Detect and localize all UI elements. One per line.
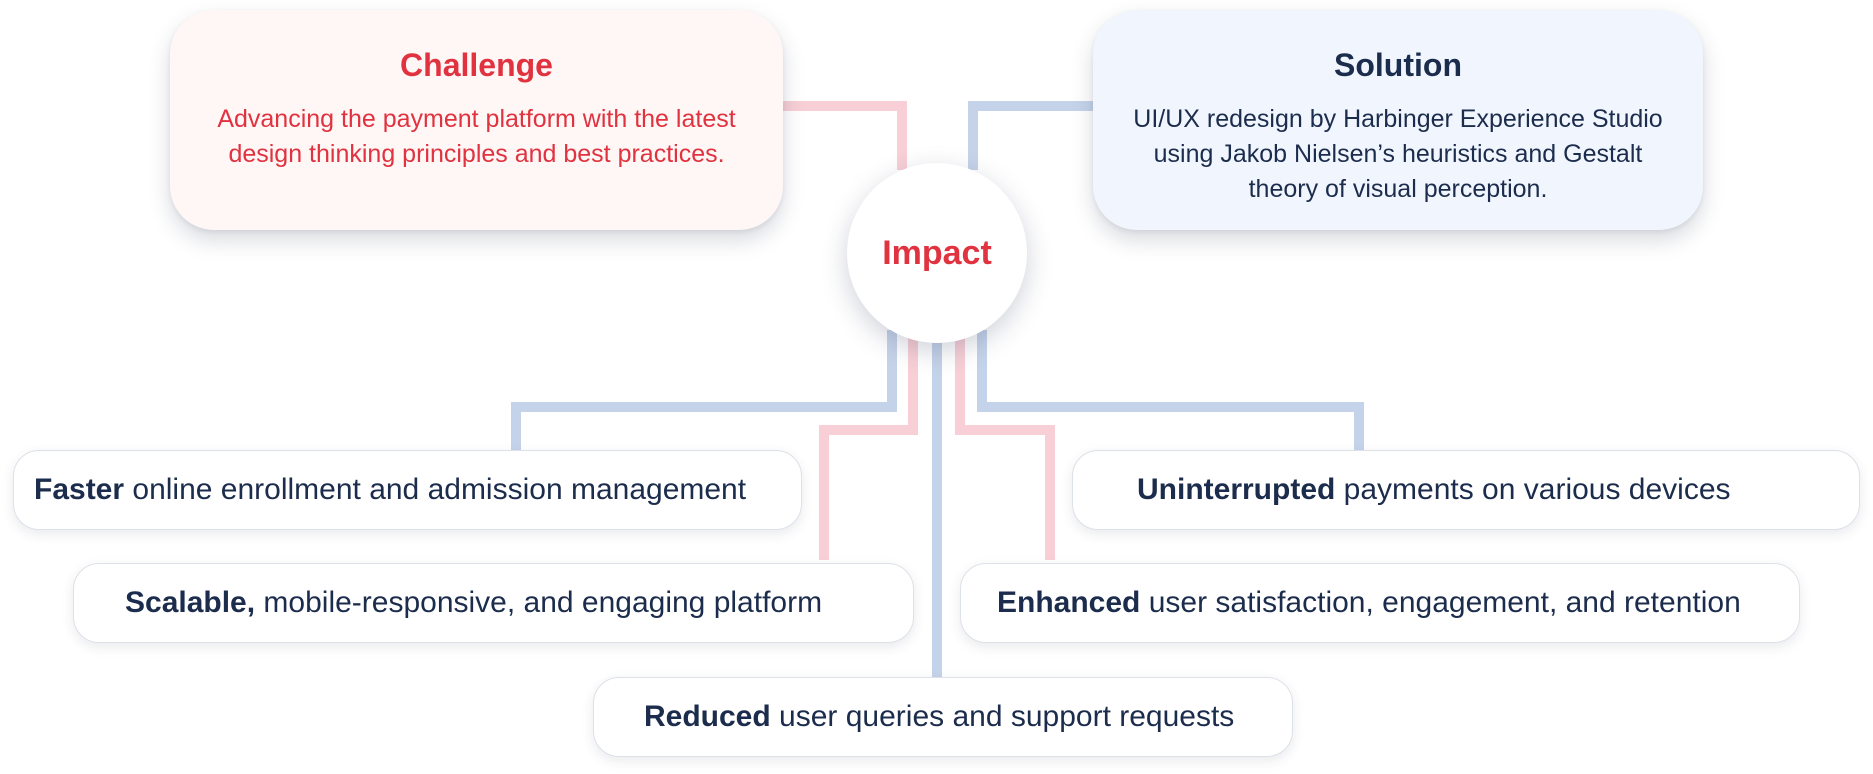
- outcome-uninterrupted-bold: Uninterrupted: [1137, 473, 1336, 506]
- outcome-reduced: Reduced user queries and support request…: [593, 677, 1293, 757]
- outcome-faster: Faster online enrollment and admission m…: [13, 450, 802, 530]
- outcome-enhanced-bold: Enhanced: [997, 586, 1141, 619]
- outcome-faster-rest: online enrollment and admission manageme…: [124, 473, 747, 506]
- outcome-reduced-bold: Reduced: [644, 700, 771, 733]
- outcome-faster-bold: Faster: [34, 473, 125, 506]
- outcome-faster-text: Faster online enrollment and admission m…: [34, 473, 746, 507]
- solution-description: UI/UX redesign by Harbinger Experience S…: [1133, 105, 1663, 204]
- outcome-enhanced-rest: user satisfaction, engagement, and reten…: [1140, 586, 1741, 619]
- outcome-scalable: Scalable, mobile-responsive, and engagin…: [73, 563, 914, 643]
- connector-challenge: [780, 101, 907, 170]
- outcome-reduced-text: Reduced user queries and support request…: [644, 700, 1234, 734]
- connector-scalable: [819, 335, 918, 560]
- outcome-scalable-rest: mobile-responsive, and engaging platform: [255, 586, 823, 619]
- outcome-scalable-bold: Scalable,: [125, 586, 256, 619]
- outcome-uninterrupted-rest: payments on various devices: [1335, 473, 1731, 506]
- outcome-uninterrupted: Uninterrupted payments on various device…: [1072, 450, 1860, 530]
- outcome-reduced-rest: user queries and support requests: [770, 700, 1235, 733]
- outcome-uninterrupted-text: Uninterrupted payments on various device…: [1137, 473, 1731, 507]
- solution-title: Solution: [1334, 47, 1462, 83]
- outcome-enhanced-text: Enhanced user satisfaction, engagement, …: [997, 586, 1741, 620]
- challenge-card: Challenge Advancing the payment platform…: [170, 10, 783, 230]
- connector-solution: [968, 101, 1095, 170]
- impact-label: Impact: [882, 233, 992, 272]
- impact-circle: Impact: [847, 163, 1027, 343]
- challenge-description: Advancing the payment platform with the …: [217, 105, 736, 169]
- challenge-title: Challenge: [400, 47, 553, 83]
- solution-card: Solution UI/UX redesign by Harbinger Exp…: [1093, 10, 1703, 230]
- outcome-enhanced: Enhanced user satisfaction, engagement, …: [960, 563, 1800, 643]
- connector-enhanced: [955, 335, 1055, 560]
- outcome-scalable-text: Scalable, mobile-responsive, and engagin…: [125, 586, 822, 620]
